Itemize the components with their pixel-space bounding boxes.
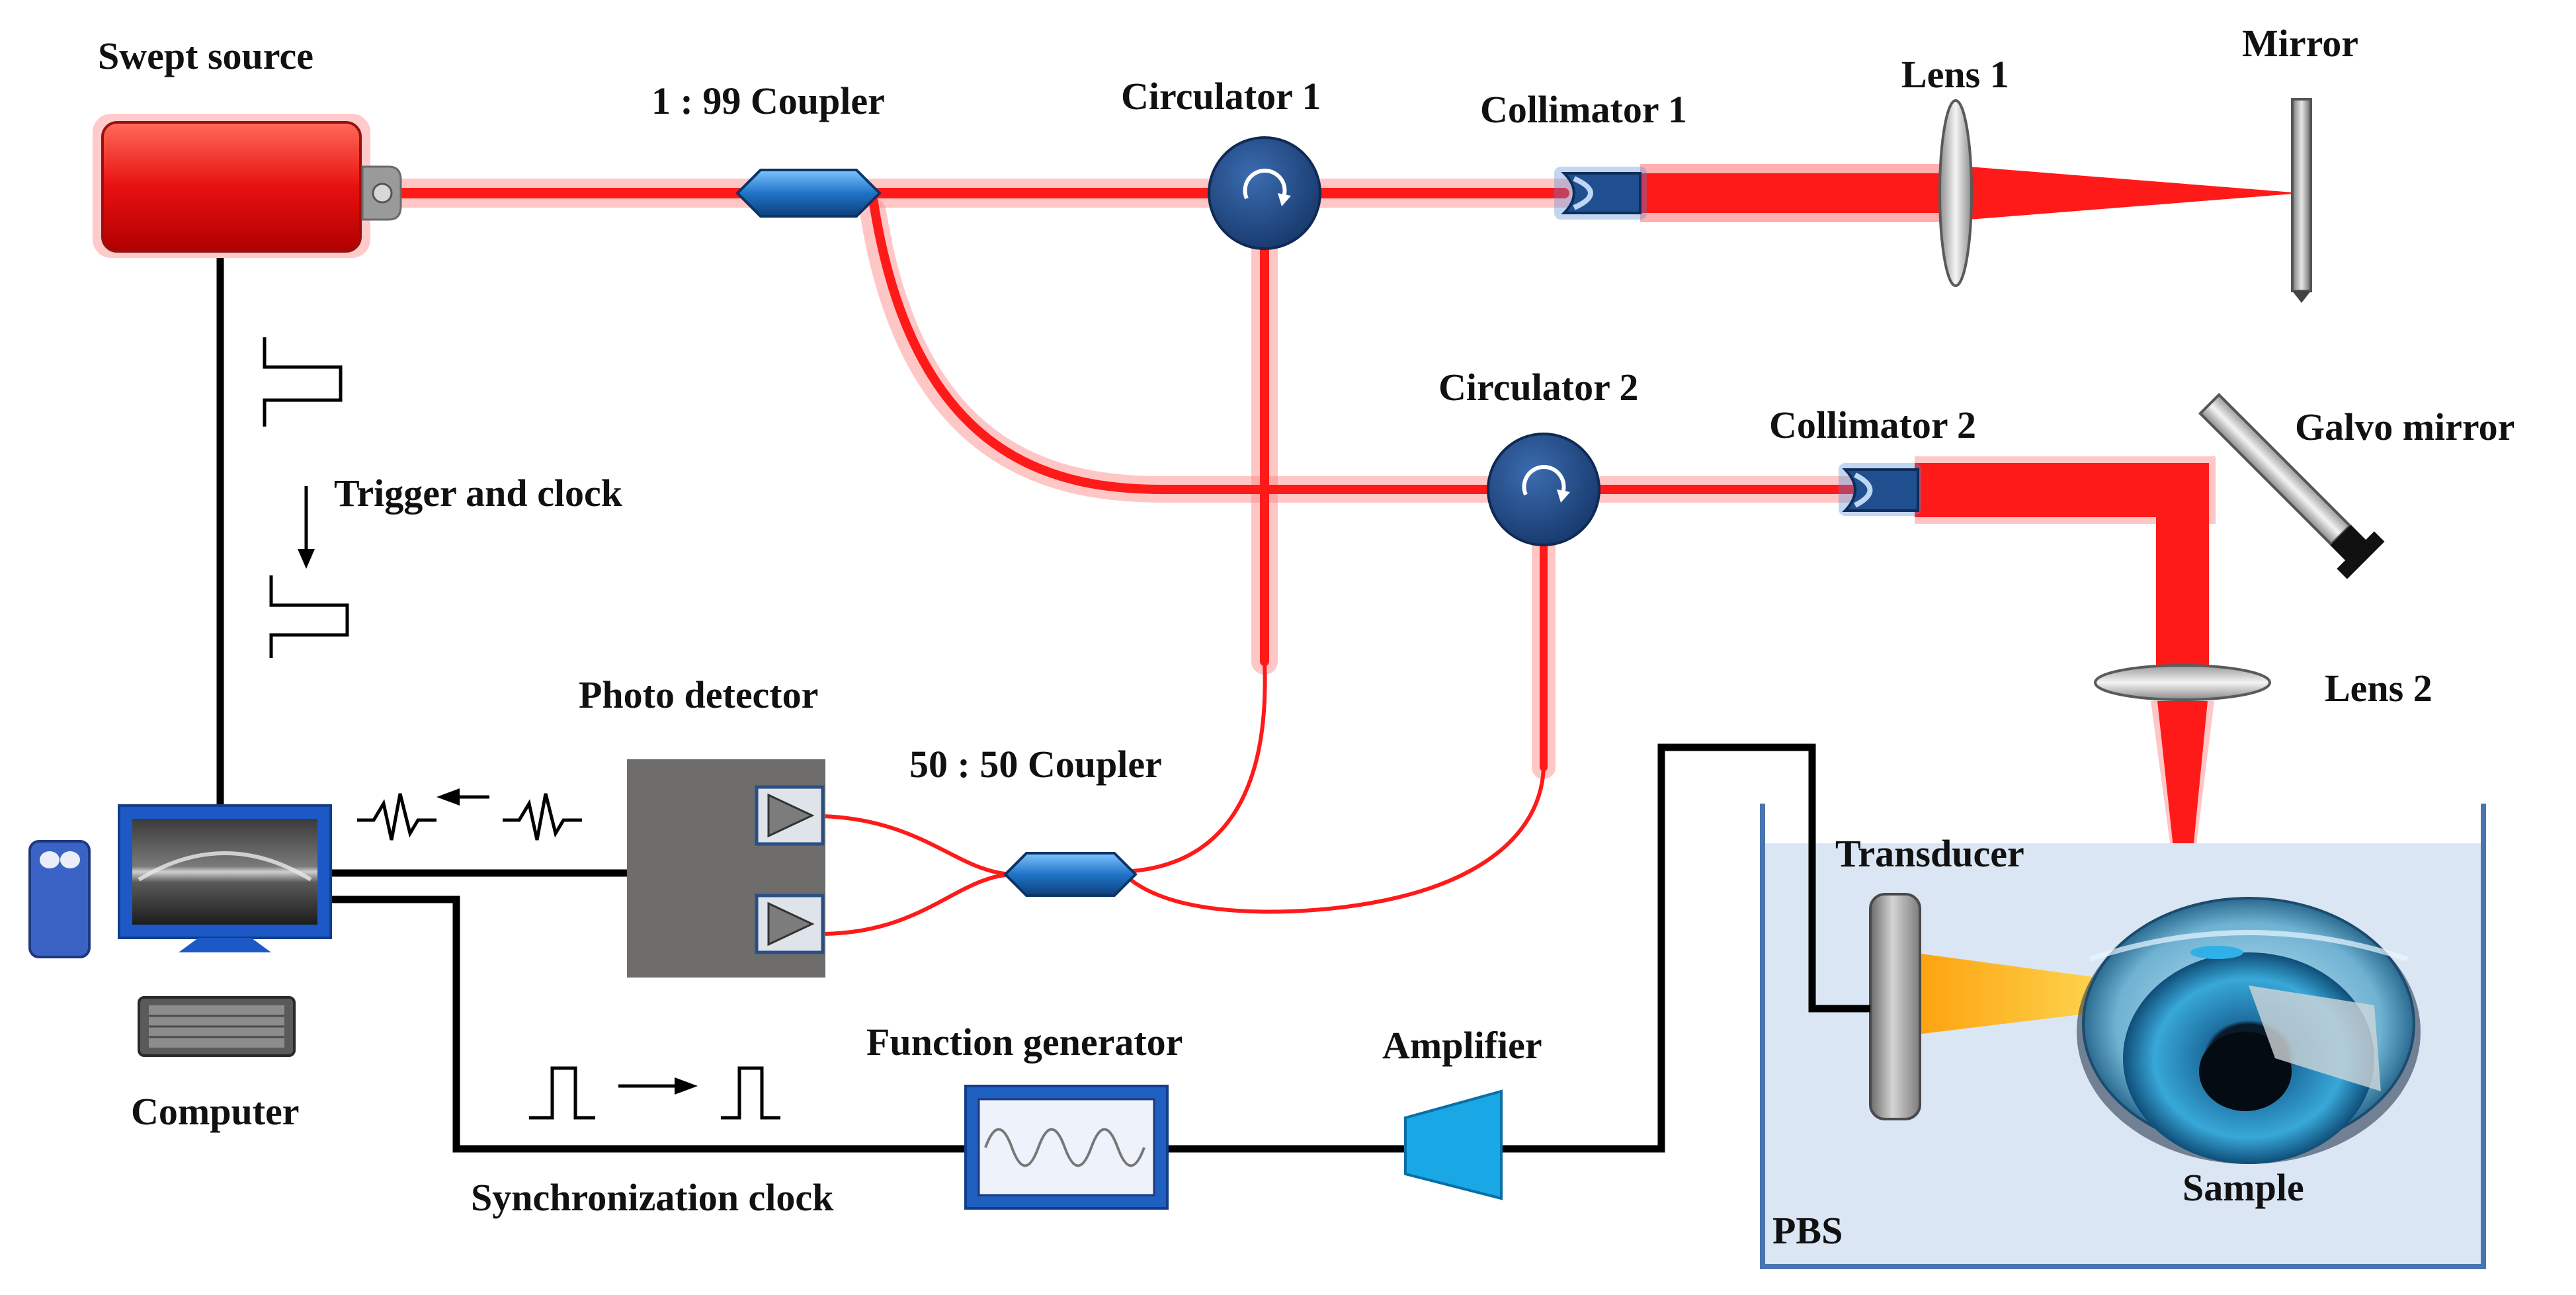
label-trigger-clock: Trigger and clock	[334, 472, 623, 515]
label-sample: Sample	[2182, 1166, 2304, 1209]
collimator-1	[1554, 167, 1647, 220]
function-generator	[964, 1085, 1169, 1210]
label-mirror: Mirror	[2242, 22, 2358, 65]
collimator-2	[1839, 463, 1921, 516]
label-photo-detector: Photo detector	[579, 673, 818, 716]
coupler-50-50	[1003, 852, 1138, 897]
photo-detector	[627, 759, 825, 978]
label-pbs: PBS	[1772, 1209, 1843, 1252]
transducer	[1869, 893, 1921, 1120]
labels: Swept source 1 : 99 Coupler Circulator 1…	[98, 22, 2514, 1252]
fiber-network	[376, 179, 1865, 936]
lens-2	[2094, 664, 2271, 701]
label-collimator-2: Collimator 2	[1769, 403, 1976, 446]
clockwise-arrow-icon	[1522, 465, 1566, 496]
circulator-1	[1208, 136, 1321, 250]
label-sync-clock: Synchronization clock	[471, 1176, 834, 1219]
circulator-2	[1487, 433, 1600, 546]
label-coupler-50-50: 50 : 50 Coupler	[909, 743, 1162, 786]
fiber-5050-to-detector-top	[821, 814, 1017, 876]
label-circulator-2: Circulator 2	[1438, 366, 1638, 409]
galvo-mirror	[2198, 393, 2385, 579]
computer	[28, 804, 332, 1057]
pa-signal-icons	[357, 788, 582, 841]
label-swept-source: Swept source	[98, 34, 313, 77]
label-galvo-mirror: Galvo mirror	[2295, 405, 2514, 448]
swept-source	[93, 114, 402, 258]
label-lens-2: Lens 2	[2325, 667, 2432, 710]
label-lens-1: Lens 1	[1901, 53, 2009, 96]
fiber-5050-to-detector-bottom	[821, 872, 1017, 936]
label-coupler-1-99: 1 : 99 Coupler	[651, 79, 885, 122]
triangle-diode-icon	[755, 894, 825, 954]
mirror	[2291, 98, 2312, 303]
fiber-circulator-1-to-5050	[1122, 659, 1267, 874]
sync-pulse-icons	[529, 1066, 780, 1120]
sample-eye	[2077, 897, 2421, 1164]
ultrasound-beam	[1911, 952, 2156, 1035]
label-transducer: Transducer	[1835, 832, 2024, 875]
label-amplifier: Amplifier	[1382, 1024, 1542, 1067]
label-collimator-1: Collimator 1	[1480, 88, 1687, 131]
clockwise-arrow-icon	[1243, 169, 1287, 200]
free-space-beams	[1640, 164, 2302, 946]
triangle-diode-icon	[755, 785, 825, 846]
label-function-generator: Function generator	[866, 1021, 1183, 1064]
trigger-pulse-icons	[263, 337, 349, 658]
lens-1	[1938, 99, 1973, 287]
label-computer: Computer	[131, 1090, 300, 1133]
amplifier	[1404, 1089, 1503, 1200]
fiber-circulator-2-to-5050	[1122, 765, 1546, 914]
label-circulator-1: Circulator 1	[1121, 75, 1321, 118]
signal-wires	[216, 258, 1870, 1153]
coupler-1-99	[735, 169, 882, 218]
fiber-coupler-to-circulator-2	[868, 194, 1499, 494]
